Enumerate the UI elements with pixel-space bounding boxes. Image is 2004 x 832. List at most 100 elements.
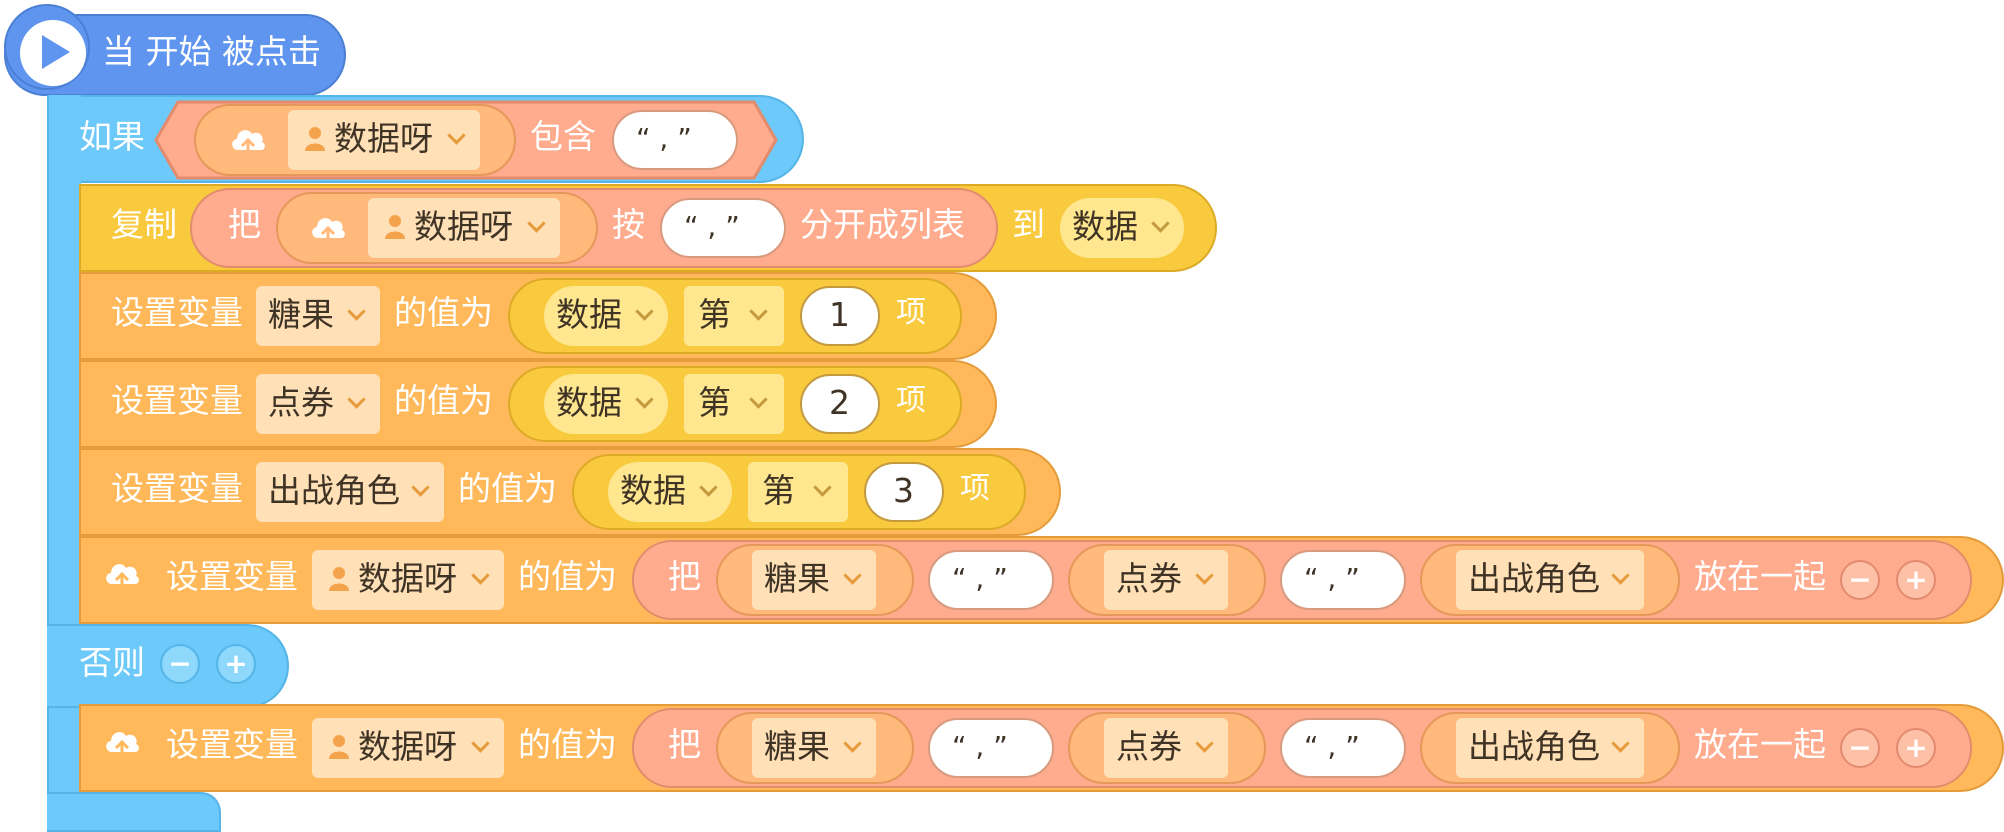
set-variable-label: 出战角色 xyxy=(268,471,400,510)
index-value: 1 xyxy=(829,295,850,334)
start-event-badge xyxy=(4,4,90,90)
join-ba-label: 把 xyxy=(668,725,701,764)
index-mode-label: 第 xyxy=(762,471,795,510)
join-item2-label: 点券 xyxy=(1116,559,1182,598)
cloud-upload-icon xyxy=(312,218,345,243)
index-value: 3 xyxy=(893,471,914,510)
user-icon xyxy=(329,567,349,591)
join-separator-text: “ , ” xyxy=(952,562,1008,595)
list-name-label: 数据 xyxy=(556,383,622,422)
index-input[interactable] xyxy=(800,374,880,434)
if-keyword: 如果 xyxy=(79,117,145,156)
set-label: 设置变量 xyxy=(111,469,243,508)
set-variable-label: 数据呀 xyxy=(358,559,457,598)
variable-dropdown[interactable] xyxy=(1456,550,1644,610)
remove-item-button[interactable]: − xyxy=(1840,560,1880,600)
set-label: 设置变量 xyxy=(111,381,243,420)
set-value-label: 的值为 xyxy=(394,293,493,332)
set-variable-label: 点券 xyxy=(268,383,334,422)
set-variable-dropdown[interactable] xyxy=(312,718,504,778)
play-icon xyxy=(42,35,70,69)
join-separator-input[interactable] xyxy=(1280,718,1406,778)
remove-else-button[interactable]: − xyxy=(160,644,200,684)
join-item3-label: 出战角色 xyxy=(1468,559,1600,598)
set-value-label: 的值为 xyxy=(518,557,617,596)
contains-label: 包含 xyxy=(530,117,596,156)
list-dropdown[interactable] xyxy=(608,462,732,522)
contains-value-text: “ , ” xyxy=(636,122,692,155)
variable-dropdown[interactable] xyxy=(752,718,876,778)
copy-target-label: 数据 xyxy=(1072,207,1138,246)
join-action-label: 放在一起 xyxy=(1694,725,1826,764)
set-label: 设置变量 xyxy=(166,725,298,764)
copy-label: 复制 xyxy=(111,205,177,244)
user-icon xyxy=(385,215,405,239)
condition-variable-label: 数据呀 xyxy=(334,119,433,158)
user-icon xyxy=(305,127,325,151)
split-delimiter-input[interactable] xyxy=(660,198,786,258)
join-item2-label: 点券 xyxy=(1116,727,1182,766)
index-input[interactable] xyxy=(800,286,880,346)
list-dropdown[interactable] xyxy=(544,286,668,346)
add-item-button[interactable]: + xyxy=(1896,728,1936,768)
else-keyword: 否则 xyxy=(79,643,145,682)
join-item3-label: 出战角色 xyxy=(1468,727,1600,766)
index-mode-label: 第 xyxy=(698,383,731,422)
copy-target-dropdown[interactable] xyxy=(1060,198,1184,258)
list-dropdown[interactable] xyxy=(544,374,668,434)
set-variable-dropdown[interactable] xyxy=(312,550,504,610)
if-block-left-arm xyxy=(47,95,81,831)
item-label: 项 xyxy=(896,295,926,330)
variable-dropdown[interactable] xyxy=(368,198,560,258)
contains-value-input[interactable] xyxy=(612,110,738,170)
list-name-label: 数据 xyxy=(620,471,686,510)
join-separator-input[interactable] xyxy=(1280,550,1406,610)
split-delimiter-text: “ , ” xyxy=(684,210,740,243)
index-mode-dropdown[interactable] xyxy=(748,462,848,522)
variable-dropdown[interactable] xyxy=(1456,718,1644,778)
set-variable-dropdown[interactable] xyxy=(256,374,380,434)
set-value-label: 的值为 xyxy=(394,381,493,420)
index-value: 2 xyxy=(829,383,850,422)
join-separator-text: “ , ” xyxy=(1304,562,1360,595)
add-else-if-button[interactable]: + xyxy=(216,644,256,684)
set-variable-dropdown[interactable] xyxy=(256,286,380,346)
set-label: 设置变量 xyxy=(111,293,243,332)
join-separator-input[interactable] xyxy=(928,718,1054,778)
join-separator-input[interactable] xyxy=(928,550,1054,610)
list-name-label: 数据 xyxy=(556,295,622,334)
set-variable-label: 数据呀 xyxy=(358,727,457,766)
set-variable-label: 糖果 xyxy=(268,295,334,334)
split-variable-label: 数据呀 xyxy=(414,207,513,246)
user-icon xyxy=(329,735,349,759)
set-value-label: 的值为 xyxy=(458,469,557,508)
variable-dropdown[interactable] xyxy=(288,110,480,170)
item-label: 项 xyxy=(960,471,990,506)
copy-to-label: 到 xyxy=(1012,205,1045,244)
join-separator-text: “ , ” xyxy=(952,730,1008,763)
index-mode-label: 第 xyxy=(698,295,731,334)
join-action-label: 放在一起 xyxy=(1694,557,1826,596)
join-ba-label: 把 xyxy=(668,557,701,596)
variable-dropdown[interactable] xyxy=(752,550,876,610)
index-input[interactable] xyxy=(864,462,944,522)
split-an-label: 按 xyxy=(612,205,645,244)
variable-dropdown[interactable] xyxy=(1104,718,1228,778)
join-item1-label: 糖果 xyxy=(764,727,830,766)
add-item-button[interactable]: + xyxy=(1896,560,1936,600)
set-label: 设置变量 xyxy=(166,557,298,596)
split-action-label: 分开成列表 xyxy=(800,205,965,244)
index-mode-dropdown[interactable] xyxy=(684,374,784,434)
set-variable-dropdown[interactable] xyxy=(256,462,444,522)
split-ba-label: 把 xyxy=(228,205,261,244)
event-label: 当 开始 被点击 xyxy=(102,32,321,71)
join-separator-text: “ , ” xyxy=(1304,730,1360,763)
index-mode-dropdown[interactable] xyxy=(684,286,784,346)
item-label: 项 xyxy=(896,383,926,418)
variable-dropdown[interactable] xyxy=(1104,550,1228,610)
cloud-upload-icon xyxy=(232,130,265,155)
remove-item-button[interactable]: − xyxy=(1840,728,1880,768)
cloud-upload-icon xyxy=(106,732,139,757)
cloud-upload-icon xyxy=(106,564,139,589)
if-block-bottom xyxy=(47,792,221,832)
